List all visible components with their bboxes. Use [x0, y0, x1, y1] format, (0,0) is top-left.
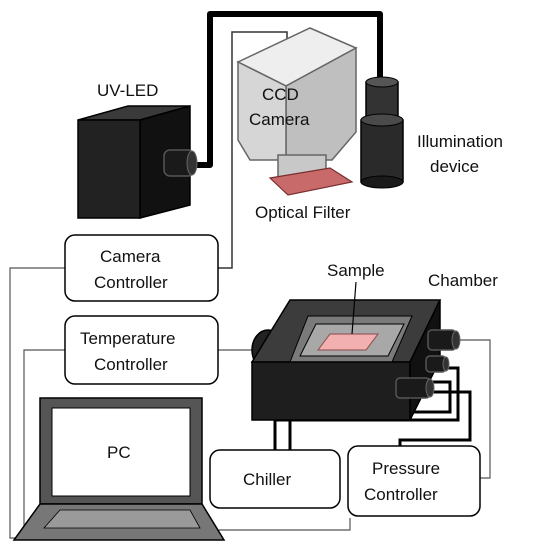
chiller-box: [209, 449, 341, 509]
sample-pointer: [351, 281, 357, 335]
camera-cable: [218, 31, 288, 269]
camera-controller-label-line2: Controller: [94, 273, 168, 292]
pressure-controller-wire: [458, 339, 491, 479]
sample: [317, 333, 379, 351]
illumination-label-line2: device: [430, 157, 479, 176]
uv-led-label: UV-LED: [97, 81, 158, 100]
pressure-controller-label-line2: Controller: [364, 485, 438, 504]
pressure-controller-label-line1: Pressure: [372, 459, 440, 478]
uv-led-device: [77, 105, 198, 219]
pressure-controller-box: [347, 445, 481, 517]
chamber-label: Chamber: [428, 271, 498, 290]
pc-temperature-controller-wire: [23, 349, 65, 538]
camera-controller-label-line1: Camera: [100, 247, 161, 266]
ccd-camera: [236, 27, 358, 178]
temperature-controller-box: [64, 315, 219, 385]
sample-label: Sample: [327, 261, 385, 280]
chamber: [250, 299, 442, 421]
camera-controller-box: [64, 234, 219, 302]
chiller-label: Chiller: [243, 470, 292, 489]
optical-filter-label: Optical Filter: [255, 203, 351, 222]
pc-laptop: [12, 397, 226, 541]
illumination-device: [360, 76, 404, 189]
ccd-camera-label-line2: Camera: [249, 110, 310, 129]
temperature-controller-label-line2: Controller: [94, 355, 168, 374]
optical-filter: [268, 167, 354, 196]
fiber-cable: [194, 11, 383, 168]
illumination-label-line1: Illumination: [417, 132, 503, 151]
chiller-tube-b: [288, 380, 452, 450]
temperature-controller-label-line1: Temperature: [80, 329, 175, 348]
pc-pressure-wire: [204, 518, 351, 531]
chamber-ports: [395, 329, 461, 399]
pc-label: PC: [107, 443, 131, 462]
pressure-tube: [398, 390, 472, 450]
ccd-camera-label-line1: CCD: [262, 85, 299, 104]
